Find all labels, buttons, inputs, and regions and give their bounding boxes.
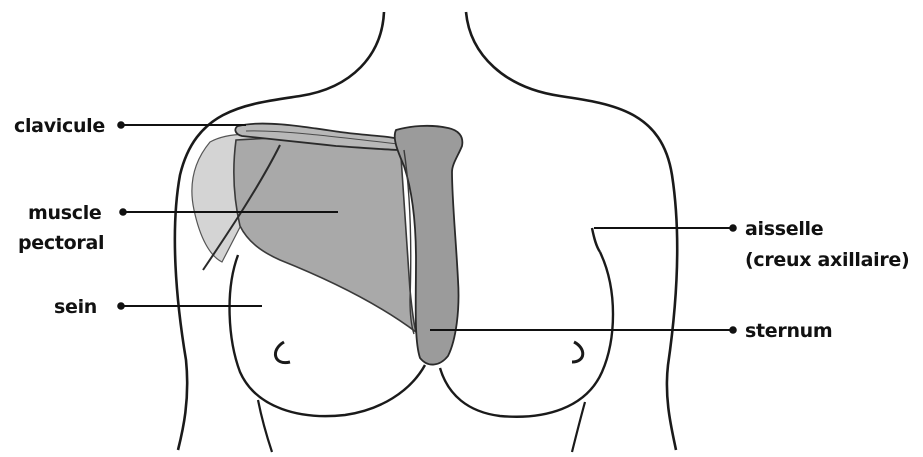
left-breast-underline	[258, 400, 272, 452]
leader-aisselle	[594, 224, 737, 232]
leader-sternum	[430, 326, 737, 334]
pectoral-muscle	[234, 137, 416, 332]
leader-clavicule	[117, 121, 246, 129]
label-muscle-line1: muscle	[28, 202, 102, 224]
right-breast-outline	[440, 252, 613, 417]
label-muscle-line2: pectoral	[18, 232, 104, 254]
torso-outline-right	[466, 12, 677, 450]
leader-sein	[117, 302, 262, 310]
label-sternum: sternum	[745, 320, 832, 342]
label-aisselle-line1: aisselle	[745, 218, 823, 240]
left-nipple	[275, 342, 290, 363]
label-sein: sein	[54, 296, 97, 318]
label-aisselle-line2: (creux axillaire)	[745, 249, 909, 271]
right-nipple	[572, 342, 583, 362]
label-clavicule: clavicule	[14, 115, 105, 137]
right-breast-underline	[572, 402, 585, 452]
right-axilla-curve	[592, 228, 600, 252]
